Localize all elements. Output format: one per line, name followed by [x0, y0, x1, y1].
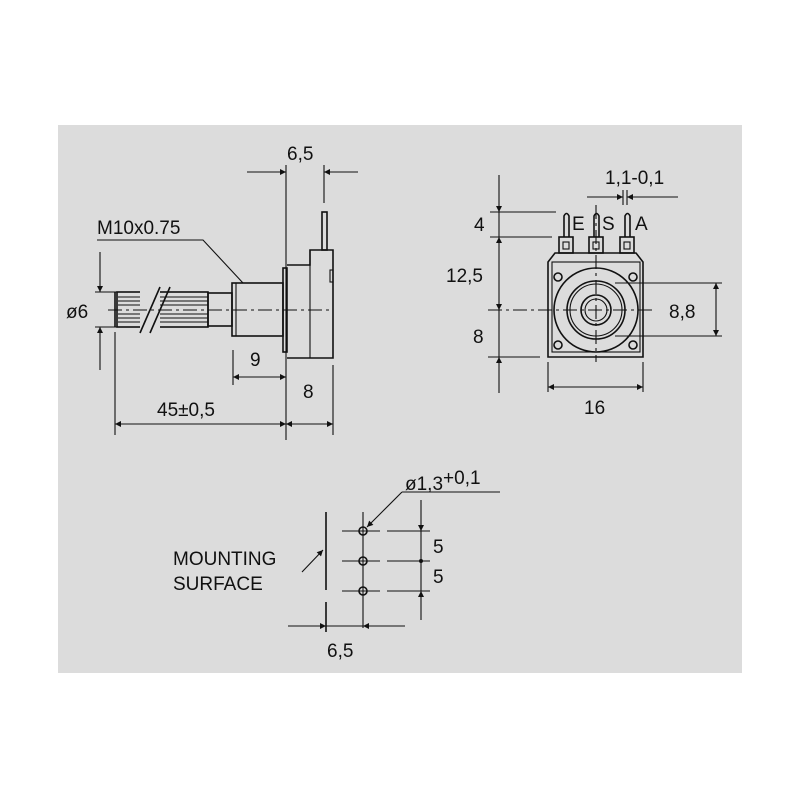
dim-pitch-1: 5 [433, 537, 444, 558]
dim-width: 16 [584, 398, 605, 419]
dim-lower-height: 8 [473, 327, 484, 348]
pcb-hole [358, 556, 368, 566]
dim-pin-width: 1,1-0,1 [605, 168, 664, 189]
mounting-pattern: ø1,3+0,1 5 5 MOUNTING SURFACE 6,5 [173, 468, 500, 662]
thread-label: M10x0.75 [97, 218, 180, 239]
mounting-hole [553, 340, 563, 350]
dim-body-depth: 8 [303, 382, 314, 403]
side-view: 6,5 M10x0.75 ø6 9 8 45±0,5 [66, 144, 358, 440]
dim-upper-height: 12,5 [446, 266, 483, 287]
dim-ring-diameter: 8,8 [669, 302, 695, 323]
mounting-label-2: SURFACE [173, 574, 263, 595]
mounting-hole [628, 272, 638, 282]
hole-rows [342, 526, 430, 596]
dim-bushing-length: 9 [250, 350, 261, 371]
dim-shaft-length: 45±0,5 [157, 400, 215, 421]
mounting-hole [628, 340, 638, 350]
dim-pitch-2: 5 [433, 567, 444, 588]
mounting-label-1: MOUNTING [173, 549, 276, 570]
knurl-lines [118, 296, 208, 323]
dim-pin-offset: 6,5 [287, 144, 313, 165]
front-view: E S A 4 12,5 8 8,8 16 1,1-0,1 [446, 168, 722, 419]
pin-label-s: S [602, 214, 615, 235]
housing-outline [547, 252, 644, 358]
dim-offset: 6,5 [327, 641, 353, 662]
pin-label-e: E [572, 214, 585, 235]
break-mark [139, 286, 161, 334]
mounting-hole [553, 272, 563, 282]
drawing-panel [58, 125, 742, 673]
hole-diameter-label: ø1,3+0,1 [405, 468, 481, 495]
pcb-hole [358, 526, 368, 536]
dim-shaft-diameter: ø6 [66, 302, 88, 323]
terminal-pin [321, 211, 328, 251]
dim-pin-height: 4 [474, 215, 485, 236]
pcb-hole [358, 586, 368, 596]
pin-label-a: A [635, 214, 648, 235]
